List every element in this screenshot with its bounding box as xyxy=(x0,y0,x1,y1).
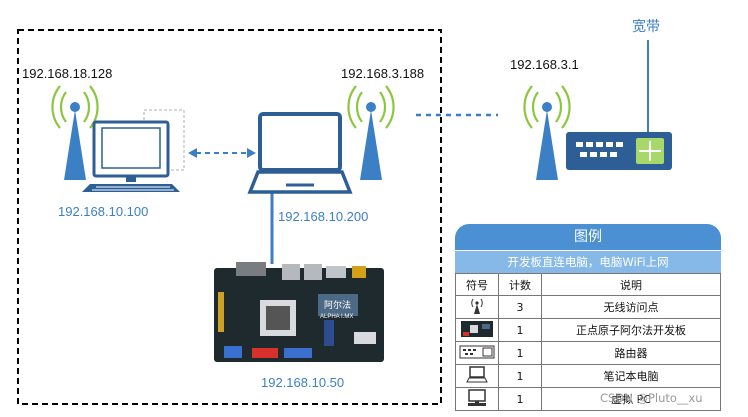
legend-subtitle: 开发板直连电脑，电脑WiFi上网 xyxy=(455,250,721,273)
board-ip: 192.168.10.50 xyxy=(261,375,345,390)
legend-symbol xyxy=(455,364,499,388)
router-icon xyxy=(459,345,495,359)
legend-desc: 笔记本电脑 xyxy=(541,364,721,388)
pc-ip-bottom: 192.168.10.100 xyxy=(58,204,149,219)
legend-count: 1 xyxy=(498,387,542,411)
laptop-icon xyxy=(247,112,353,194)
laptop-icon xyxy=(466,366,488,383)
laptop-ip-bottom: 192.168.10.200 xyxy=(278,209,369,224)
legend-header-desc: 说明 xyxy=(541,273,721,296)
legend-row: 3 无线访问点 xyxy=(455,295,721,319)
legend-desc: 正点原子阿尔法开发板 xyxy=(541,318,721,342)
legend-desc: 路由器 xyxy=(541,341,721,365)
board-model: ALPHA I.MX xyxy=(320,314,353,320)
legend: 图例 开发板直连电脑，电脑WiFi上网 符号 计数 说明 3 无线访问点 1 正… xyxy=(455,224,721,411)
legend-symbol xyxy=(455,318,499,342)
watermark: CSDN @Pluto__xu xyxy=(600,391,703,405)
desktop-pc-icon xyxy=(468,389,486,406)
legend-symbol xyxy=(455,341,499,365)
dev-board-icon: 阿尔法 ALPHA I.MX xyxy=(214,262,384,362)
wifi-antenna-icon xyxy=(347,85,395,180)
legend-header-symbol: 符号 xyxy=(455,273,499,296)
laptop-ip-top: 192.168.3.188 xyxy=(341,66,425,81)
board-brand: 阿尔法 xyxy=(324,299,351,311)
router-ip-top: 192.168.3.1 xyxy=(510,57,579,72)
legend-count: 3 xyxy=(498,295,542,319)
router-icon xyxy=(566,132,672,170)
legend-title: 图例 xyxy=(455,224,721,250)
legend-header-row: 符号 计数 说明 xyxy=(455,273,721,296)
wifi-antenna-icon xyxy=(523,85,571,180)
wifi-antenna-icon xyxy=(51,85,99,180)
pc-ip-top: 192.168.18.128 xyxy=(22,66,113,81)
legend-symbol xyxy=(455,387,499,411)
legend-count: 1 xyxy=(498,341,542,365)
legend-count: 1 xyxy=(498,364,542,388)
desktop-pc-icon xyxy=(82,109,185,192)
wifi-antenna-icon xyxy=(471,298,483,314)
legend-symbol xyxy=(455,295,499,319)
legend-desc: 无线访问点 xyxy=(541,295,721,319)
legend-row: 1 路由器 xyxy=(455,341,721,365)
legend-desc: 虚拟 PC xyxy=(541,387,721,411)
legend-row: 1 笔记本电脑 xyxy=(455,364,721,388)
legend-header-count: 计数 xyxy=(498,273,542,296)
dev-board-icon xyxy=(461,321,493,337)
legend-count: 1 xyxy=(498,318,542,342)
broadband-label: 宽带 xyxy=(632,19,660,35)
legend-row: 1 正点原子阿尔法开发板 xyxy=(455,318,721,342)
legend-row: 1 虚拟 PC xyxy=(455,387,721,411)
legend-table: 符号 计数 说明 3 无线访问点 1 正点原子阿尔法开发板 1 路由器 xyxy=(455,273,721,411)
pc-laptop-link xyxy=(188,148,256,158)
